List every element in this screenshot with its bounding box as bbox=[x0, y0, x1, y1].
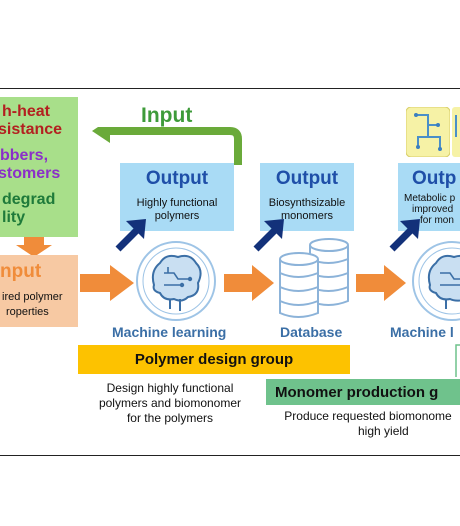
property-heat-line2: sistance bbox=[0, 121, 63, 138]
input-box-line1: ired polymer bbox=[2, 291, 63, 303]
output-box-metabolic: Outp Metabolic p improved for mon bbox=[398, 163, 460, 231]
output-box-monomers: Output Biosynthsizable monomers bbox=[260, 163, 354, 231]
database-label: Database bbox=[280, 324, 343, 340]
output-title: Outp bbox=[412, 168, 457, 189]
flow-arrow-icon bbox=[224, 265, 274, 301]
output-title: Output bbox=[145, 168, 209, 189]
down-arrow-icon bbox=[16, 237, 52, 257]
polymer-desc-line2: polymers and biomonomer bbox=[98, 396, 242, 410]
monomer-production-group-bar: Monomer production g bbox=[266, 379, 460, 405]
output-desc-line1: Highly functional bbox=[136, 197, 218, 209]
property-rubbers-line1: bbers, bbox=[0, 147, 49, 164]
machine-learning-label-2: Machine l bbox=[390, 324, 454, 340]
property-degradability-line1: degrad bbox=[2, 191, 56, 208]
monomer-production-group-title: Monomer production g bbox=[275, 384, 439, 401]
input-box-title: nput bbox=[0, 261, 42, 282]
flow-arrow-icon bbox=[80, 265, 134, 301]
polymer-design-group-bar: Polymer design group bbox=[78, 345, 350, 374]
property-degradability-line2: lity bbox=[2, 209, 26, 226]
output-box-polymers: Output Highly functional polymers bbox=[120, 163, 234, 231]
connector-line bbox=[455, 344, 460, 377]
output-title: Output bbox=[275, 168, 339, 189]
diagonal-arrow-icon bbox=[115, 219, 146, 252]
diagram-frame: h-heat sistance bbers, stomers degrad li… bbox=[0, 88, 460, 456]
polymer-design-group-title: Polymer design group bbox=[134, 351, 294, 368]
metabolic-pathway-image bbox=[406, 107, 450, 157]
property-heat-line1: h-heat bbox=[2, 103, 50, 120]
machine-learning-brain-icon bbox=[136, 241, 216, 321]
diagonal-arrow-icon bbox=[389, 219, 420, 252]
output-desc-line2: monomers bbox=[281, 210, 333, 222]
polymer-group-description: Design highly functional polymers and bi… bbox=[84, 381, 256, 426]
polymer-properties-box: h-heat sistance bbers, stomers degrad li… bbox=[0, 97, 78, 237]
output-desc-line2: polymers bbox=[154, 210, 200, 222]
polymer-desc-line3: for the polymers bbox=[126, 411, 214, 425]
output-desc-line2: improved bbox=[412, 204, 454, 215]
machine-learning-label: Machine learning bbox=[112, 324, 227, 340]
machine-learning-brain-icon bbox=[412, 241, 460, 321]
property-rubbers-line2: stomers bbox=[0, 165, 61, 182]
monomer-desc-line1: Produce requested biomonome bbox=[284, 409, 452, 423]
database-icon bbox=[279, 238, 349, 318]
output-desc-line1: Biosynthsizable bbox=[268, 197, 346, 209]
input-box: nput ired polymer roperties bbox=[0, 255, 78, 327]
top-input-label: Input bbox=[141, 104, 193, 127]
feedback-arrow-icon bbox=[92, 127, 242, 165]
monomer-group-description: Produce requested biomonome high yield bbox=[268, 409, 460, 439]
output-desc-line3: for mon bbox=[420, 215, 454, 226]
input-box-line2: roperties bbox=[6, 306, 49, 318]
diagonal-arrow-icon bbox=[253, 219, 284, 252]
polymer-desc-line1: Design highly functional bbox=[106, 381, 234, 395]
monomer-desc-line2: high yield bbox=[358, 424, 409, 438]
output-desc-line1: Metabolic p bbox=[404, 193, 456, 204]
flow-arrow-icon bbox=[356, 265, 406, 301]
metabolic-pathway-image-2 bbox=[452, 107, 460, 157]
